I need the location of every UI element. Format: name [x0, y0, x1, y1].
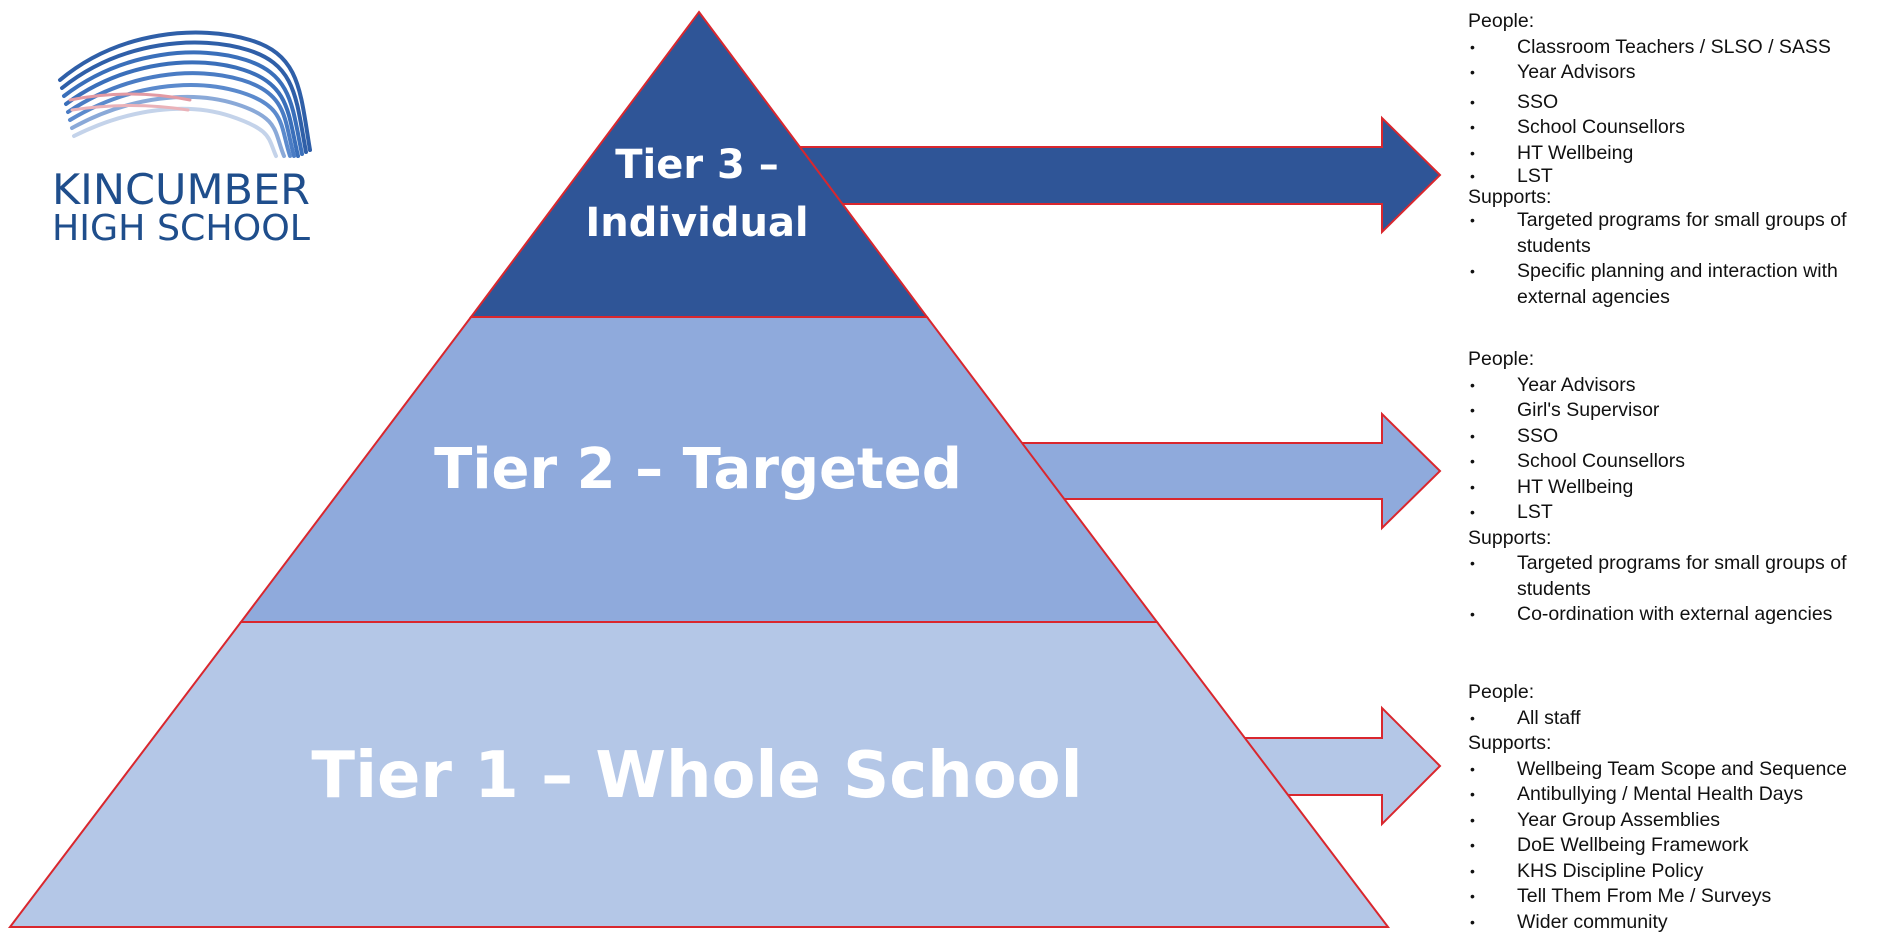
tier2-info-panel: People: Year Advisors Girl's Supervisor …	[1468, 347, 1888, 628]
school-logo: KINCUMBER HIGH SCHOOL	[52, 33, 310, 249]
list-item: HT Wellbeing	[1468, 475, 1888, 501]
tier3-people-heading: People:	[1468, 9, 1888, 35]
tier3-supports-list: Targeted programs for small groups of st…	[1468, 208, 1888, 310]
tier1-supports-heading: Supports:	[1468, 731, 1888, 757]
list-item: Co-ordination with external agencies	[1468, 602, 1888, 628]
tier1-info-panel: People: All staff Supports: Wellbeing Te…	[1468, 680, 1888, 935]
tier2-arrow	[1020, 414, 1440, 528]
list-item: Antibullying / Mental Health Days	[1468, 782, 1888, 808]
list-item: Targeted programs for small groups of st…	[1468, 208, 1888, 259]
list-item: Tell Them From Me / Surveys	[1468, 884, 1888, 910]
list-item: School Counsellors	[1468, 449, 1888, 475]
tier3-info-panel: People: Classroom Teachers / SLSO / SASS…	[1468, 9, 1888, 310]
list-item: Year Advisors	[1468, 60, 1888, 86]
list-item: All staff	[1468, 706, 1888, 732]
logo-line-1: KINCUMBER	[52, 165, 310, 214]
list-item: SSO	[1468, 90, 1888, 116]
list-item: LST	[1468, 500, 1888, 526]
list-item: Classroom Teachers / SLSO / SASS	[1468, 35, 1888, 61]
tier3-arrow	[800, 118, 1440, 232]
list-item: DoE Wellbeing Framework	[1468, 833, 1888, 859]
tier3-label-line-2: Individual	[585, 200, 808, 246]
list-item: Girl's Supervisor	[1468, 398, 1888, 424]
list-item: Targeted programs for small groups of st…	[1468, 551, 1888, 602]
tier2-people-list: Year Advisors Girl's Supervisor SSO Scho…	[1468, 373, 1888, 526]
tier1-people-heading: People:	[1468, 680, 1888, 706]
tier2-supports-heading: Supports:	[1468, 526, 1888, 552]
list-item: Wellbeing Team Scope and Sequence	[1468, 757, 1888, 783]
tier3-label-line-1: Tier 3 –	[615, 142, 779, 188]
list-item: SSO	[1468, 424, 1888, 450]
tier1-label: Tier 1 – Whole School	[311, 739, 1082, 813]
tier2-label: Tier 2 – Targeted	[434, 437, 962, 502]
tier1-people-list: All staff	[1468, 706, 1888, 732]
tier2-supports-list: Targeted programs for small groups of st…	[1468, 551, 1888, 628]
logo-wave-icon	[60, 33, 310, 156]
tier3-people-list: Classroom Teachers / SLSO / SASS Year Ad…	[1468, 35, 1888, 187]
list-item: Year Advisors	[1468, 373, 1888, 399]
list-item: School Counsellors	[1468, 115, 1888, 141]
list-item: Wider community	[1468, 910, 1888, 935]
list-item: Year Group Assemblies	[1468, 808, 1888, 834]
list-item: LST	[1468, 166, 1888, 186]
list-item: HT Wellbeing	[1468, 141, 1888, 167]
logo-line-2: HIGH SCHOOL	[52, 208, 310, 249]
list-item: KHS Discipline Policy	[1468, 859, 1888, 885]
tier3-supports-heading: Supports:	[1468, 186, 1888, 208]
tier2-people-heading: People:	[1468, 347, 1888, 373]
list-item: Specific planning and interaction with e…	[1468, 259, 1888, 310]
tier1-supports-list: Wellbeing Team Scope and Sequence Antibu…	[1468, 757, 1888, 935]
